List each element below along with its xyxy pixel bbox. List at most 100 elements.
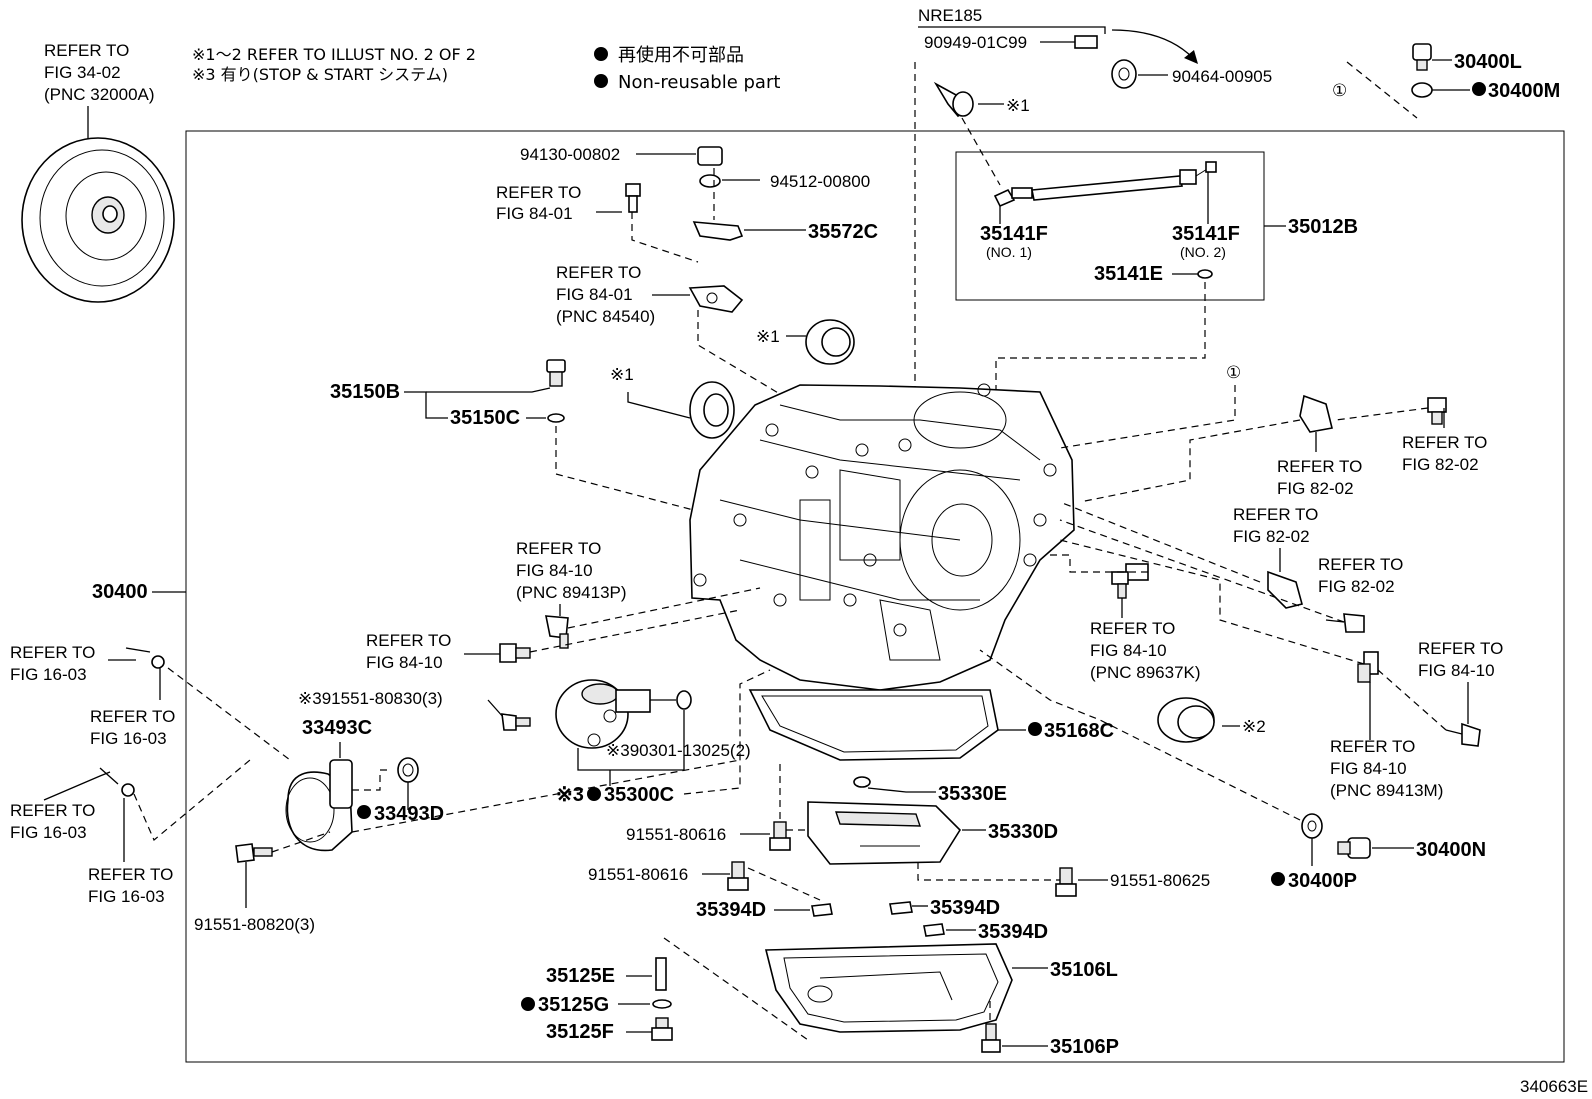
ref-fig-16-03-b-line2: FIG 16-03 <box>90 729 167 748</box>
part-35300C: 35300C <box>604 784 674 806</box>
oil-pan-35106L <box>764 943 1013 1033</box>
magnet-c <box>923 923 945 937</box>
tube-35125E <box>655 957 667 991</box>
part-91551-80830: ※391551-80830(3) <box>298 689 443 708</box>
ref-fig-84-10-c-line1: REFER TO <box>1090 619 1175 638</box>
part-30400: 30400 <box>92 581 148 603</box>
legend-en: Non-reusable part <box>618 72 780 93</box>
diagram-id: 340663E <box>1520 1077 1588 1096</box>
gasket-35125G <box>652 999 672 1009</box>
speed-sensor-89637K <box>1111 563 1149 599</box>
ref-fig-82-02-c-line1: REFER TO <box>1233 505 1318 524</box>
seal-m1-a <box>805 319 855 365</box>
switch-84540 <box>688 285 744 313</box>
part-91551-80616-a: 91551-80616 <box>626 825 726 844</box>
bolt-91551-80616-b <box>727 861 749 891</box>
ref-fig-84-01-b-line3: (PNC 84540) <box>556 307 655 326</box>
ref-fig-84-10-e-line2: FIG 84-10 <box>1330 759 1407 778</box>
ref-fig-34-02-line2: FIG 34-02 <box>44 63 121 82</box>
part-91551-80616-b: 91551-80616 <box>588 865 688 884</box>
bracket-82-02-top <box>1299 394 1333 433</box>
ref-fig-84-01-b-line2: FIG 84-01 <box>556 285 633 304</box>
nut-94130 <box>697 146 723 166</box>
plug-35125F <box>651 1017 673 1041</box>
bolt-84-10-left <box>499 643 531 663</box>
oil-cooler-tube <box>993 161 1217 208</box>
part-35141E: 35141E <box>1094 263 1163 285</box>
bolt-91551-80625 <box>1055 867 1077 897</box>
bolt-91551-80616-a <box>769 821 791 851</box>
part-35394D-b: 35394D <box>930 897 1000 919</box>
cooler-33493C <box>285 759 353 852</box>
legend-jp: 再使用不可部品 <box>618 45 744 66</box>
hose-clip-top <box>125 647 165 669</box>
bolt-82-02-top <box>1427 397 1447 425</box>
part-35125F: 35125F <box>546 1021 614 1043</box>
washer-94512 <box>699 174 721 188</box>
oring-33493D <box>397 757 419 783</box>
bolt-m1 <box>933 81 974 118</box>
part-30400P: 30400P <box>1288 870 1357 892</box>
legend-bullet-en <box>594 74 608 88</box>
part-90949-01C99: 90949-01C99 <box>924 33 1027 52</box>
ref-fig-84-01-a-line2: FIG 84-01 <box>496 204 573 223</box>
ref-fig-16-03-a-line1: REFER TO <box>10 643 95 662</box>
ref-fig-84-01-b-line1: REFER TO <box>556 263 641 282</box>
ref-fig-84-10-d-line1: REFER TO <box>1418 639 1503 658</box>
ref-fig-84-10-d-line2: FIG 84-10 <box>1418 661 1495 680</box>
part-94512-00800: 94512-00800 <box>770 172 870 191</box>
plug-30400N <box>1337 837 1371 859</box>
ref-fig-16-03-b-line1: REFER TO <box>90 707 175 726</box>
ref-fig-16-03-d-line1: REFER TO <box>88 865 173 884</box>
oring-90301 <box>676 690 692 710</box>
part-35150C: 35150C <box>450 407 520 429</box>
part-35141F-no2: 35141F <box>1172 223 1240 245</box>
bolt-84-01 <box>625 183 641 213</box>
mark-1-bolt: ※1 <box>1006 96 1030 115</box>
part-30400M: 30400M <box>1488 80 1560 102</box>
part-90301-13025: ※390301-13025(2) <box>606 741 751 760</box>
mark-1-seal-b: ※1 <box>610 365 634 384</box>
gasket-35168C <box>748 689 999 761</box>
clip-90949 <box>1074 35 1098 49</box>
main-frame <box>185 130 1565 1063</box>
part-30400L: 30400L <box>1454 51 1522 73</box>
part-35106L: 35106L <box>1050 959 1118 981</box>
ref-fig-16-03-c-line1: REFER TO <box>10 801 95 820</box>
part-35394D-a: 35394D <box>696 899 766 921</box>
part-35106P: 35106P <box>1050 1036 1119 1058</box>
bracket-35572C <box>692 221 744 241</box>
part-35330E: 35330E <box>938 783 1007 805</box>
part-35330D: 35330D <box>988 821 1058 843</box>
variant-label: NRE185 <box>918 6 982 25</box>
part-33493C: 33493C <box>302 717 372 739</box>
magnet-b <box>889 901 913 915</box>
part-35141F-no2-note: (NO. 2) <box>1180 244 1226 260</box>
part-90464-00905: 90464-00905 <box>1172 67 1272 86</box>
part-30400N: 30400N <box>1416 839 1486 861</box>
bracket-82-02-bottom <box>1267 570 1303 609</box>
ref-fig-82-02-b-line2: FIG 82-02 <box>1402 455 1479 474</box>
part-35141F-no1: 35141F <box>980 223 1048 245</box>
bearing-m2 <box>1157 697 1215 743</box>
part-35572C: 35572C <box>808 221 878 243</box>
oil-pump-35300C <box>555 679 651 749</box>
oring-35330E <box>853 776 871 788</box>
ref-fig-84-10-b-line2: FIG 84-10 <box>366 653 443 672</box>
ref-fig-16-03-d-line2: FIG 16-03 <box>88 887 165 906</box>
plug-30400L <box>1412 43 1432 71</box>
part-94130-00802: 94130-00802 <box>520 145 620 164</box>
part-33493D: 33493D <box>374 803 444 825</box>
sensor-89413P <box>545 615 569 649</box>
ref-fig-16-03-a-line2: FIG 16-03 <box>10 665 87 684</box>
ref-fig-34-02-line3: (PNC 32000A) <box>44 85 155 104</box>
circle-1-mid: ① <box>1226 363 1241 382</box>
clamp-90464 <box>1111 59 1137 89</box>
ref-fig-84-10-a-line2: FIG 84-10 <box>516 561 593 580</box>
note-line-1: ※1～2 REFER TO ILLUST NO. 2 OF 2 <box>192 45 476 64</box>
gasket-30400M <box>1411 82 1433 98</box>
ref-fig-82-02-b-line1: REFER TO <box>1402 433 1487 452</box>
speed-sensor-89413M <box>1357 651 1379 683</box>
ref-fig-84-10-b-line1: REFER TO <box>366 631 451 650</box>
